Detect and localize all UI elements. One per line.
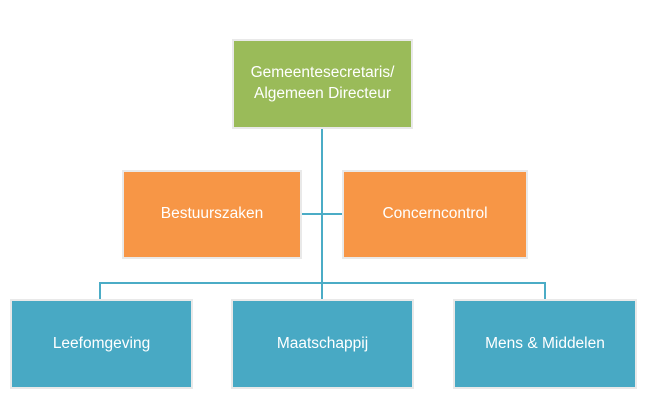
node-gemeentesecretaris-algemeen-directeur: Gemeentesecretaris/ Algemeen Directeur (232, 39, 413, 129)
connector-staff-horizontal (302, 213, 342, 215)
node-leefomgeving: Leefomgeving (10, 299, 193, 389)
node-concerncontrol: Concerncontrol (342, 170, 528, 259)
connector-drop-leefomgeving (99, 282, 101, 299)
node-bestuurszaken: Bestuurszaken (122, 170, 302, 259)
connector-departments-rail (99, 282, 546, 284)
connector-drop-mens-middelen (544, 282, 546, 299)
node-mens-middelen: Mens & Middelen (453, 299, 637, 389)
node-maatschappij: Maatschappij (231, 299, 414, 389)
